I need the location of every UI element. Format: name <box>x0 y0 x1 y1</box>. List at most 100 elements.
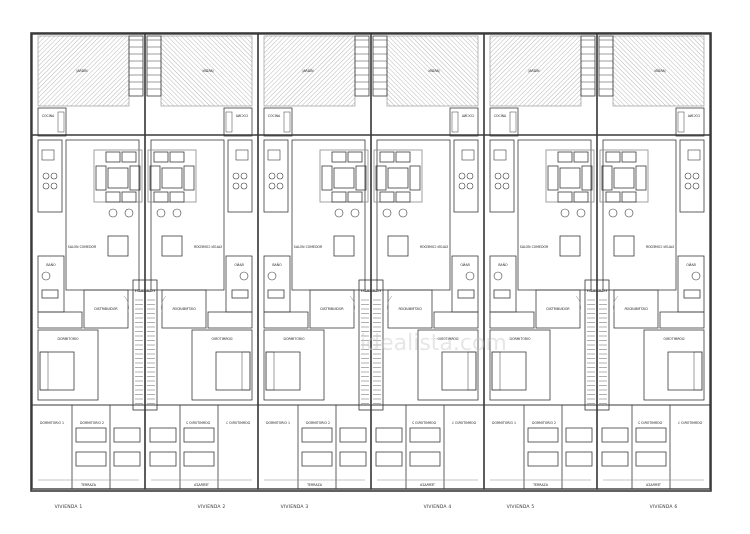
sofa-side <box>95 165 107 191</box>
armchair <box>331 191 347 203</box>
bedroom-2-label: DORMITORIO 2 <box>306 421 330 425</box>
garden-label: JARDÍN <box>527 68 540 73</box>
bath-label: BAÑO <box>46 262 56 267</box>
armchair <box>121 191 137 203</box>
main-bedroom <box>643 329 705 401</box>
hob-ring <box>692 172 700 180</box>
bedroom-main-label: DORMITORIO <box>284 337 305 341</box>
sofa-side <box>547 165 559 191</box>
bath-label: BAÑO <box>460 262 470 267</box>
bathtub <box>489 311 535 329</box>
unit-label-5: VIVIENDA 5 <box>507 504 535 510</box>
toilet <box>41 271 51 281</box>
bedroom-2-label: DORMITORIO 2 <box>532 421 556 425</box>
armchair <box>105 151 121 163</box>
single-bed <box>75 451 107 467</box>
single-bed <box>339 427 367 443</box>
pouf <box>624 208 634 218</box>
armchair <box>105 191 121 203</box>
armchair <box>379 151 395 163</box>
single-bed <box>339 451 367 467</box>
dining-table <box>613 235 635 257</box>
bath-label: BAÑO <box>498 262 508 267</box>
pouf <box>124 208 134 218</box>
bath-label: BAÑO <box>234 262 244 267</box>
bedroom-2-label: DORMITORIO 2 <box>80 421 104 425</box>
washbasin <box>457 289 475 299</box>
toilet <box>267 271 277 281</box>
hob-ring <box>42 182 50 190</box>
bedroom-1-label: DORMITORIO 1 <box>40 421 64 425</box>
dining-table <box>387 235 409 257</box>
armchair <box>347 191 363 203</box>
living-room <box>291 139 366 291</box>
living-label: SALON COMEDOR <box>520 245 549 249</box>
living-room <box>602 139 677 291</box>
bath-label: BAÑO <box>686 262 696 267</box>
kitchen-label: COCINA <box>687 114 700 118</box>
kitchen-sink <box>493 149 507 161</box>
bath-label: BAÑO <box>272 262 282 267</box>
living-room <box>517 139 592 291</box>
hall-label: DISTRIBUIDOR <box>546 307 570 311</box>
pouf <box>108 208 118 218</box>
hob-ring <box>276 172 284 180</box>
kitchen-label: COCINA <box>461 114 474 118</box>
pouf <box>156 208 166 218</box>
armchair <box>621 151 637 163</box>
hob-ring <box>458 182 466 190</box>
coffee-table <box>161 167 183 189</box>
bedroom-main-label: DORMITORIO <box>510 337 531 341</box>
washbasin <box>493 289 511 299</box>
hob-ring <box>268 182 276 190</box>
kitchen-appliance <box>451 111 459 133</box>
sofa-side <box>183 165 195 191</box>
sofa-side <box>409 165 421 191</box>
garden-area <box>263 35 356 107</box>
hob-ring <box>692 182 700 190</box>
kitchen-counter <box>453 139 479 213</box>
sofa-side <box>601 165 613 191</box>
bathtub <box>659 311 705 329</box>
bedroom-1-label: DORMITORIO 1 <box>452 421 476 425</box>
living-room <box>150 139 225 291</box>
toilet <box>691 271 701 281</box>
kitchen-block <box>37 107 67 137</box>
armchair <box>347 151 363 163</box>
kitchen-sink <box>235 149 249 161</box>
hob-ring <box>42 172 50 180</box>
single-bed <box>75 427 107 443</box>
hob-ring <box>50 172 58 180</box>
armchair <box>121 151 137 163</box>
pouf <box>334 208 344 218</box>
hob-ring <box>268 172 276 180</box>
hallway <box>387 289 433 329</box>
single-bed <box>409 427 441 443</box>
main-bedroom <box>417 329 479 401</box>
armchair <box>169 151 185 163</box>
unit-label-6: VIVIENDA 6 <box>650 504 678 510</box>
hob-ring <box>502 182 510 190</box>
single-bed <box>601 427 629 443</box>
bathtub <box>37 311 83 329</box>
door-swing <box>123 295 129 313</box>
armchair <box>605 191 621 203</box>
living-label: SALON COMEDOR <box>294 245 323 249</box>
garden-stair <box>372 35 388 97</box>
dining-table <box>559 235 581 257</box>
double-bed <box>441 351 477 391</box>
kitchen-sink <box>461 149 475 161</box>
hallway <box>161 289 207 329</box>
armchair <box>605 151 621 163</box>
sofa-side <box>635 165 647 191</box>
terrace-label: TERRAZA <box>532 483 549 487</box>
hob-ring <box>502 172 510 180</box>
sofa-set-outline <box>147 149 197 203</box>
armchair <box>573 191 589 203</box>
